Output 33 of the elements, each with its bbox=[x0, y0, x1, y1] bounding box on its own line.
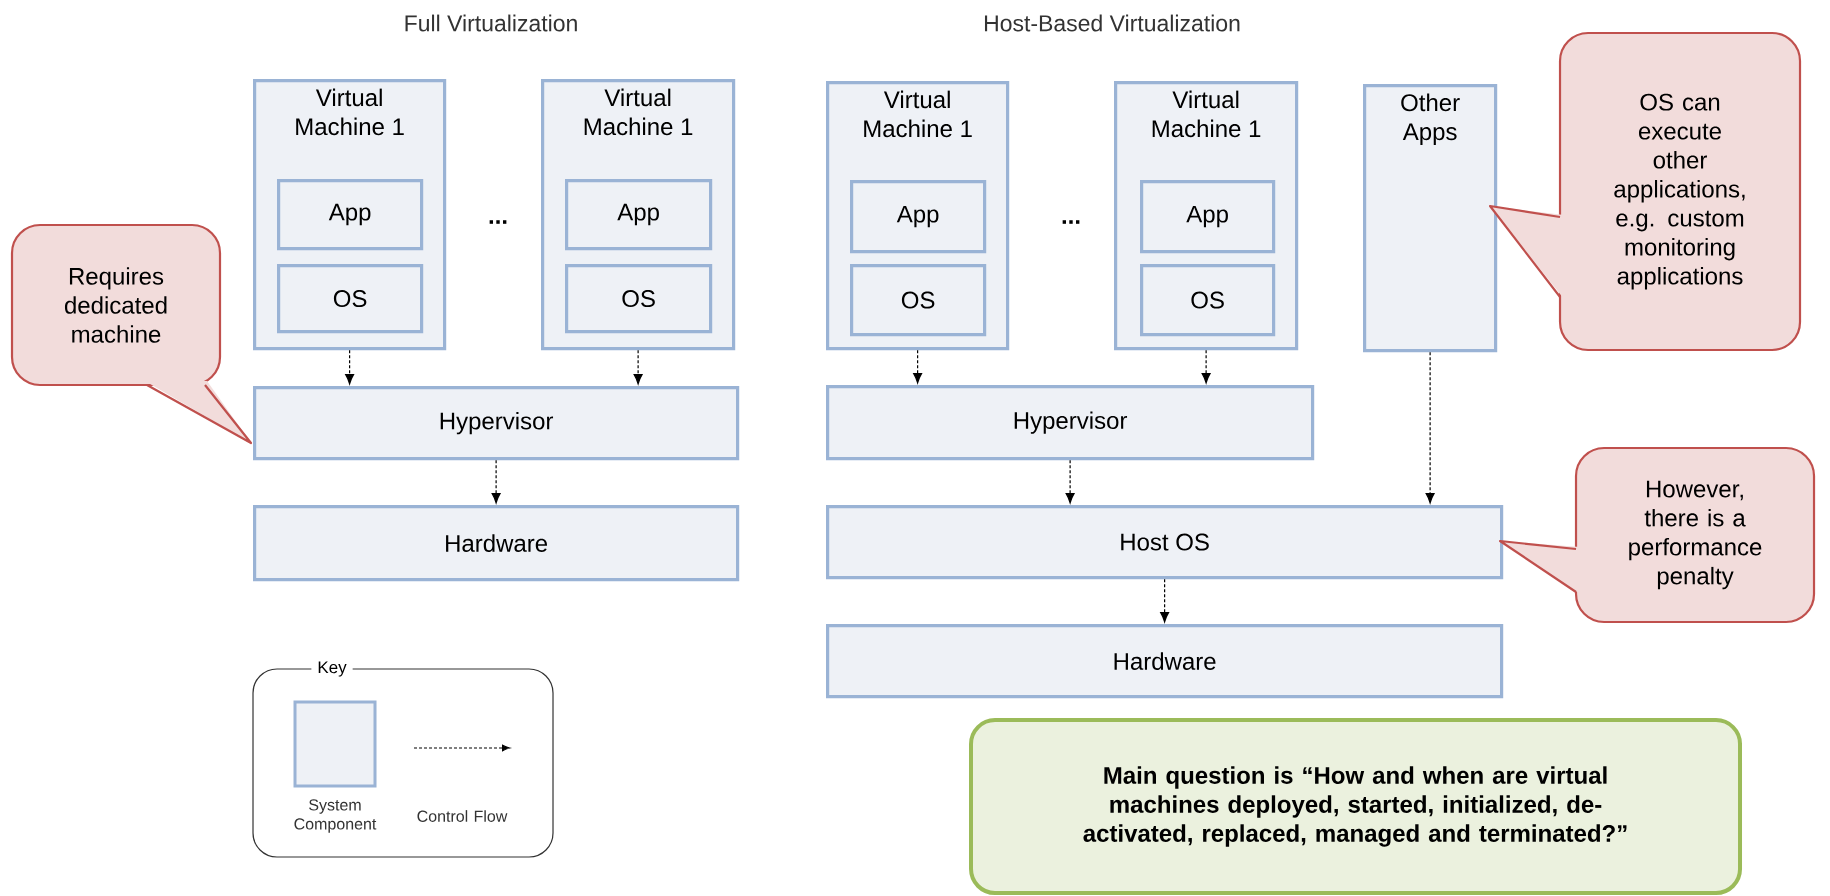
speech-bubble: OS can execute other applications, e.g. custom monitoring applications bbox=[1488, 31, 1802, 352]
layer-box: Hardware bbox=[253, 505, 740, 582]
ellipsis: ... bbox=[489, 220, 507, 224]
arrow bbox=[345, 349, 355, 385]
speech-bubble: Requires dedicated machine bbox=[10, 223, 253, 445]
component-box: App bbox=[565, 179, 713, 251]
legend-label: Control Flow bbox=[417, 810, 508, 822]
speech-bubble: However, there is a performance penalty bbox=[1498, 446, 1816, 624]
arrow bbox=[1065, 459, 1075, 504]
ellipsis: ... bbox=[1062, 220, 1080, 224]
arrow bbox=[491, 459, 501, 504]
arrow bbox=[1425, 351, 1435, 504]
section-title: Host-Based Virtualization bbox=[985, 14, 1240, 32]
note-box: Main question is “How and when are virtual machines deployed, started, initialized, de-activated, replaced, managed and terminated?” bbox=[969, 718, 1742, 895]
arrow bbox=[633, 349, 643, 385]
arrow bbox=[913, 349, 923, 384]
legend-title: Key bbox=[311, 655, 353, 683]
arrow bbox=[1201, 349, 1211, 384]
component-box: Other Apps bbox=[1363, 84, 1498, 353]
component-box: OS bbox=[277, 264, 424, 334]
layer-box: Hardware bbox=[826, 624, 1504, 699]
layer-box: Hypervisor bbox=[826, 385, 1315, 461]
section-title: Full Virtualization bbox=[405, 14, 577, 32]
component-box: OS bbox=[850, 264, 987, 337]
legend-label: System Component bbox=[294, 799, 377, 833]
component-box: OS bbox=[1140, 264, 1276, 337]
component-box: App bbox=[850, 180, 987, 254]
component-box: App bbox=[1140, 180, 1276, 254]
layer-box: Host OS bbox=[826, 505, 1504, 580]
arrow bbox=[1160, 578, 1170, 623]
component-box: App bbox=[277, 179, 424, 251]
layer-box: Hypervisor bbox=[253, 386, 740, 461]
component-box: OS bbox=[565, 264, 713, 334]
